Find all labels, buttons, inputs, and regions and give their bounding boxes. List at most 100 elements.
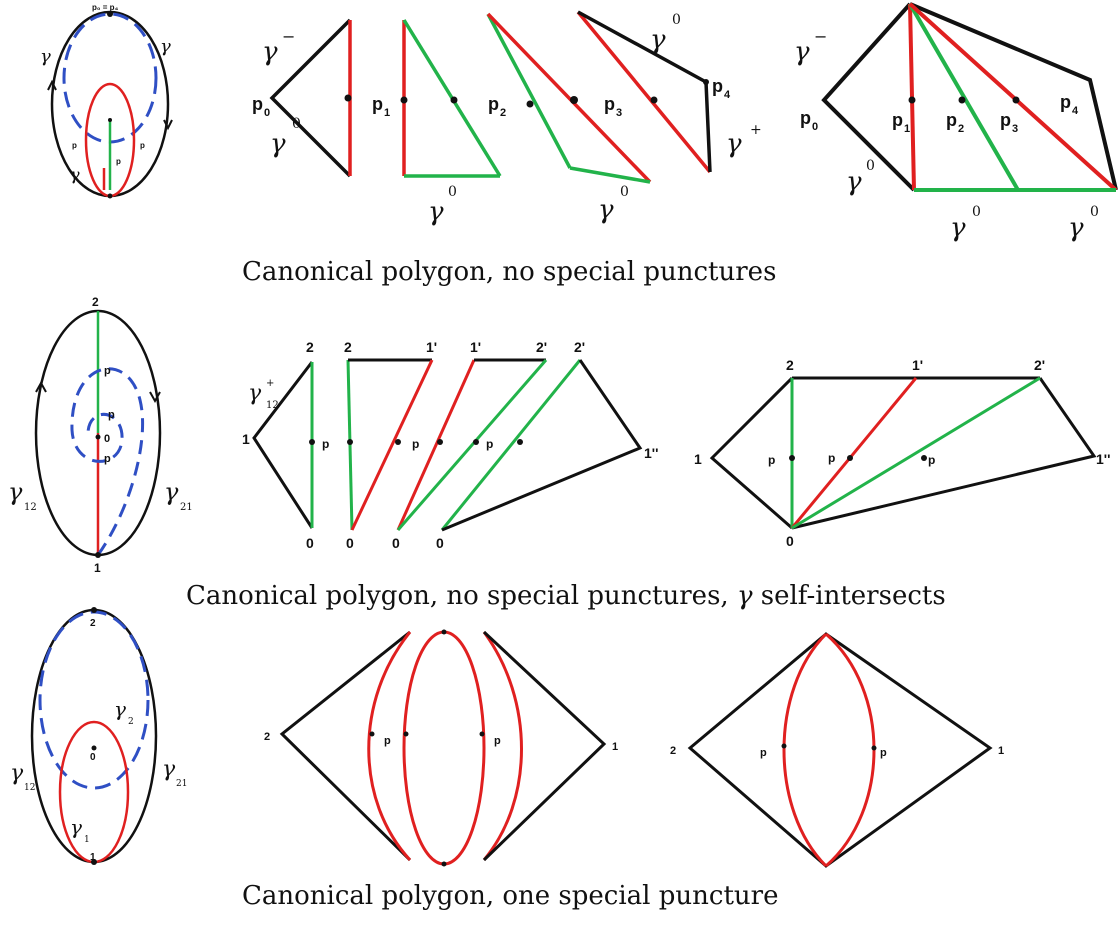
row2-piece2-v0: 0 [346, 535, 354, 551]
row2-ellipse-v2: 2 [92, 295, 99, 309]
row2-piece2-v2: 2 [344, 339, 352, 355]
row2-piece2-v1p: 1' [426, 339, 437, 355]
row2-ellipse-p1: p [108, 409, 115, 421]
svg-text:4: 4 [1072, 105, 1079, 117]
svg-text:2: 2 [128, 717, 134, 727]
row3-assembled-polygon: 2 1 p p [670, 632, 1004, 868]
row1-p3-label: p [604, 94, 615, 114]
row1-ellipse-gamma-inner: γ [70, 165, 80, 184]
row3-poly-v1: 1 [998, 745, 1004, 757]
row1-poly-p4: p [1060, 92, 1071, 112]
row1-ellipse-p1: p [72, 141, 77, 150]
svg-text:0: 0 [1090, 204, 1099, 220]
svg-text:2: 2 [958, 123, 964, 135]
row1-poly-gamma0-minus: γ [794, 37, 810, 67]
row2-poly-p1: p [768, 453, 775, 467]
row2-ellipse-diagram: 2 1 0 p p p γ 12 γ 21 [8, 295, 193, 575]
caption-row1: Canonical polygon, no special punctures [242, 257, 776, 287]
svg-text:0: 0 [264, 107, 270, 119]
row1-p0-label: p [252, 94, 263, 114]
svg-text:3: 3 [616, 107, 622, 119]
row1-poly-gamma2-zero: γ [1068, 213, 1084, 243]
row1-gamma3-zero: γ [650, 25, 666, 55]
row3-ellipse-v0: 0 [90, 752, 96, 763]
row1-poly-p2: p [946, 110, 957, 130]
row1-ellipse-p2: p [116, 157, 121, 166]
row2-ellipse-p3: p [104, 365, 111, 377]
row1-pieces: p 0 γ − γ 0 p 1 γ 0 p 2 γ 0 p 3 p 4 γ [252, 10, 762, 227]
row3-ellipse-gamma1: γ [70, 815, 82, 839]
svg-text:−: − [282, 27, 295, 46]
row3-ellipse-gamma21: γ [162, 757, 176, 782]
row2-piece3-v1p: 1' [470, 339, 481, 355]
row2-piece1-v2: 2 [306, 339, 314, 355]
svg-text:12: 12 [24, 502, 37, 513]
svg-text:−: − [814, 27, 827, 46]
row1-poly-p1: p [892, 110, 903, 130]
row3-ellipse-v2: 2 [90, 618, 96, 629]
row2-ellipse-gamma21: γ [164, 478, 179, 506]
row1-ellipse-diagram: p₀ = p₄ p p p γ γ γ [40, 3, 173, 199]
row3-ellipse-v1: 1 [90, 852, 96, 863]
svg-text:12: 12 [24, 783, 35, 793]
row2-piece1-gamma12: γ [248, 381, 262, 406]
row2-piece4-v1pp: 1'' [644, 445, 658, 461]
svg-text:1: 1 [904, 123, 910, 135]
row1-ellipse-p3: p [140, 141, 145, 150]
row2-piece2-p1: p [322, 437, 329, 451]
row1-ellipse-gamma-right: γ [160, 36, 171, 57]
svg-text:0: 0 [620, 184, 629, 200]
row2-piece3-p2: p [412, 437, 419, 451]
svg-text:2: 2 [500, 107, 506, 119]
row1-gamma3-plus: γ [726, 129, 742, 159]
row2-piece4-v0: 0 [436, 535, 444, 551]
row1-gamma2-zero: γ [598, 195, 614, 225]
row2-piece3-v2p: 2' [536, 339, 547, 355]
svg-text:4: 4 [724, 89, 731, 101]
row1-ellipse-gamma-left: γ [40, 46, 51, 67]
row3-poly-p1: p [760, 747, 767, 759]
row1-gamma0-minus: γ [262, 37, 278, 67]
row2-poly-p3: p [928, 453, 935, 467]
row1-poly-gamma1-zero: γ [950, 213, 966, 243]
row3-piece2-p2: p [494, 735, 501, 747]
row2-ellipse-gamma12: γ [8, 478, 23, 506]
row1-poly-p3: p [1000, 110, 1011, 130]
row3-poly-p2: p [880, 747, 887, 759]
row3-ellipse-gamma2: γ [114, 697, 126, 721]
row3-piece2-v1: 1 [612, 741, 618, 753]
row2-ellipse-p2: p [104, 453, 111, 465]
row2-poly-v1pp: 1'' [1096, 451, 1110, 467]
row2-poly-p2: p [828, 451, 835, 465]
svg-text:1: 1 [384, 107, 390, 119]
row1-ellipse-top-label: p₀ = p₄ [92, 3, 118, 12]
row1-p1-label: p [372, 94, 383, 114]
svg-text:12: 12 [266, 400, 279, 411]
row2-piece4-p3: p [486, 437, 493, 451]
row3-ellipse-gamma12: γ [10, 761, 24, 786]
row1-p2-label: p [488, 94, 499, 114]
row2-poly-v1: 1 [694, 451, 702, 467]
row3-ellipse-diagram: 2 0 1 γ 12 γ 21 γ 2 γ 1 [10, 607, 187, 865]
row2-piece1-v1: 1 [242, 431, 250, 447]
row2-piece4-v2p: 2' [574, 339, 585, 355]
svg-text:+: + [266, 378, 274, 389]
row3-piece1-v2: 2 [264, 731, 270, 743]
row1-assembled-polygon: p 0 p 1 p 2 p 3 p 4 γ − γ 0 γ 0 γ 0 [794, 2, 1118, 243]
svg-text:0: 0 [972, 204, 981, 220]
svg-text:+: + [750, 122, 762, 138]
row1-gamma1-zero: γ [428, 197, 444, 227]
row1-poly-p0: p [800, 108, 811, 128]
row3-poly-v2: 2 [670, 745, 676, 757]
svg-text:21: 21 [176, 779, 187, 789]
row2-piece3-v0: 0 [392, 535, 400, 551]
row2-ellipse-v0: 0 [104, 433, 110, 445]
row2-poly-v2: 2 [786, 357, 794, 373]
row1-poly-gamma0-zero: γ [846, 167, 862, 197]
row2-poly-v2p: 2' [1034, 357, 1045, 373]
row2-assembled-polygon: 2 1' 2' 1 1'' 0 p p p [694, 357, 1110, 549]
row1-gamma0-zero-a: γ [270, 129, 286, 159]
row2-poly-v0: 0 [786, 533, 794, 549]
row2-ellipse-v1: 1 [94, 561, 101, 575]
